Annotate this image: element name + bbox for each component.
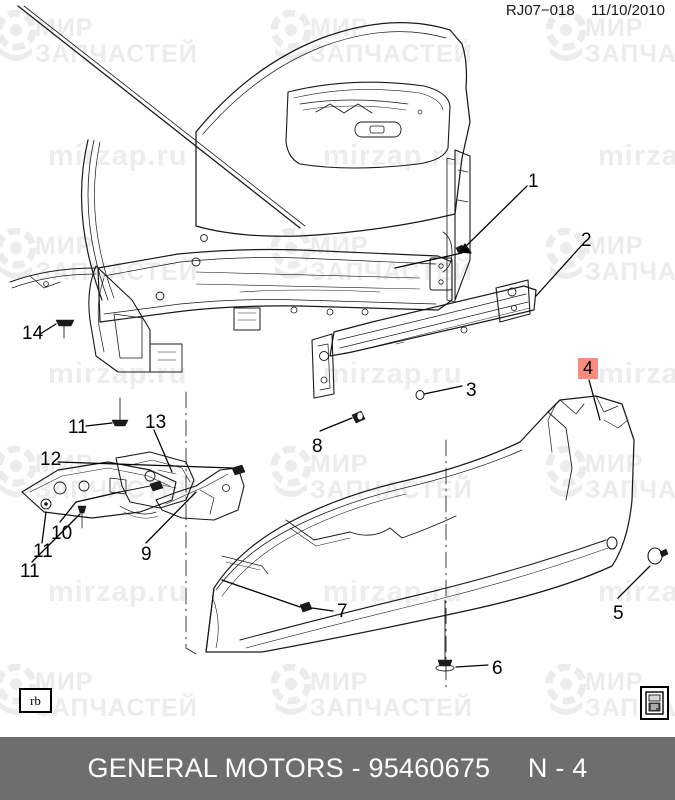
callout-4-selected[interactable]: 4 [578,358,599,379]
revision-label: rb [30,692,41,708]
drawing-date: 11/10/2010 [591,2,665,19]
callout-11-mid[interactable]: 11 [33,541,53,562]
callout-14[interactable]: 14 [22,323,44,344]
catalog-page-icon [640,686,669,720]
callout-13[interactable]: 13 [145,412,167,433]
callout-7[interactable]: 7 [337,601,348,622]
callout-12[interactable]: 12 [40,449,62,470]
drawing-number: RJ07−018 [505,2,575,19]
callout-9[interactable]: 9 [141,544,152,565]
book-page-icon [645,691,664,715]
footer-text: GENERAL MOTORS - 95460675 N - 4 [88,753,588,784]
footer-bar: GENERAL MOTORS - 95460675 N - 4 [0,737,675,800]
exploded-assembly-drawing [9,5,669,691]
callout-6[interactable]: 6 [492,658,503,679]
revision-box: rb [19,688,52,713]
callout-8[interactable]: 8 [312,436,323,457]
manufacturer-part-number: GENERAL MOTORS - 95460675 [87,753,491,783]
callout-1[interactable]: 1 [528,171,539,192]
callout-2[interactable]: 2 [581,230,592,251]
drawing-header: RJ07−018 11/10/2010 [506,2,665,19]
callout-5[interactable]: 5 [613,603,624,624]
callout-11-upper[interactable]: 11 [68,417,88,438]
callout-11-lower[interactable]: 11 [20,561,40,582]
page-number: N - 4 [527,753,588,783]
callout-3[interactable]: 3 [466,380,477,401]
callout-10[interactable]: 10 [51,523,73,544]
